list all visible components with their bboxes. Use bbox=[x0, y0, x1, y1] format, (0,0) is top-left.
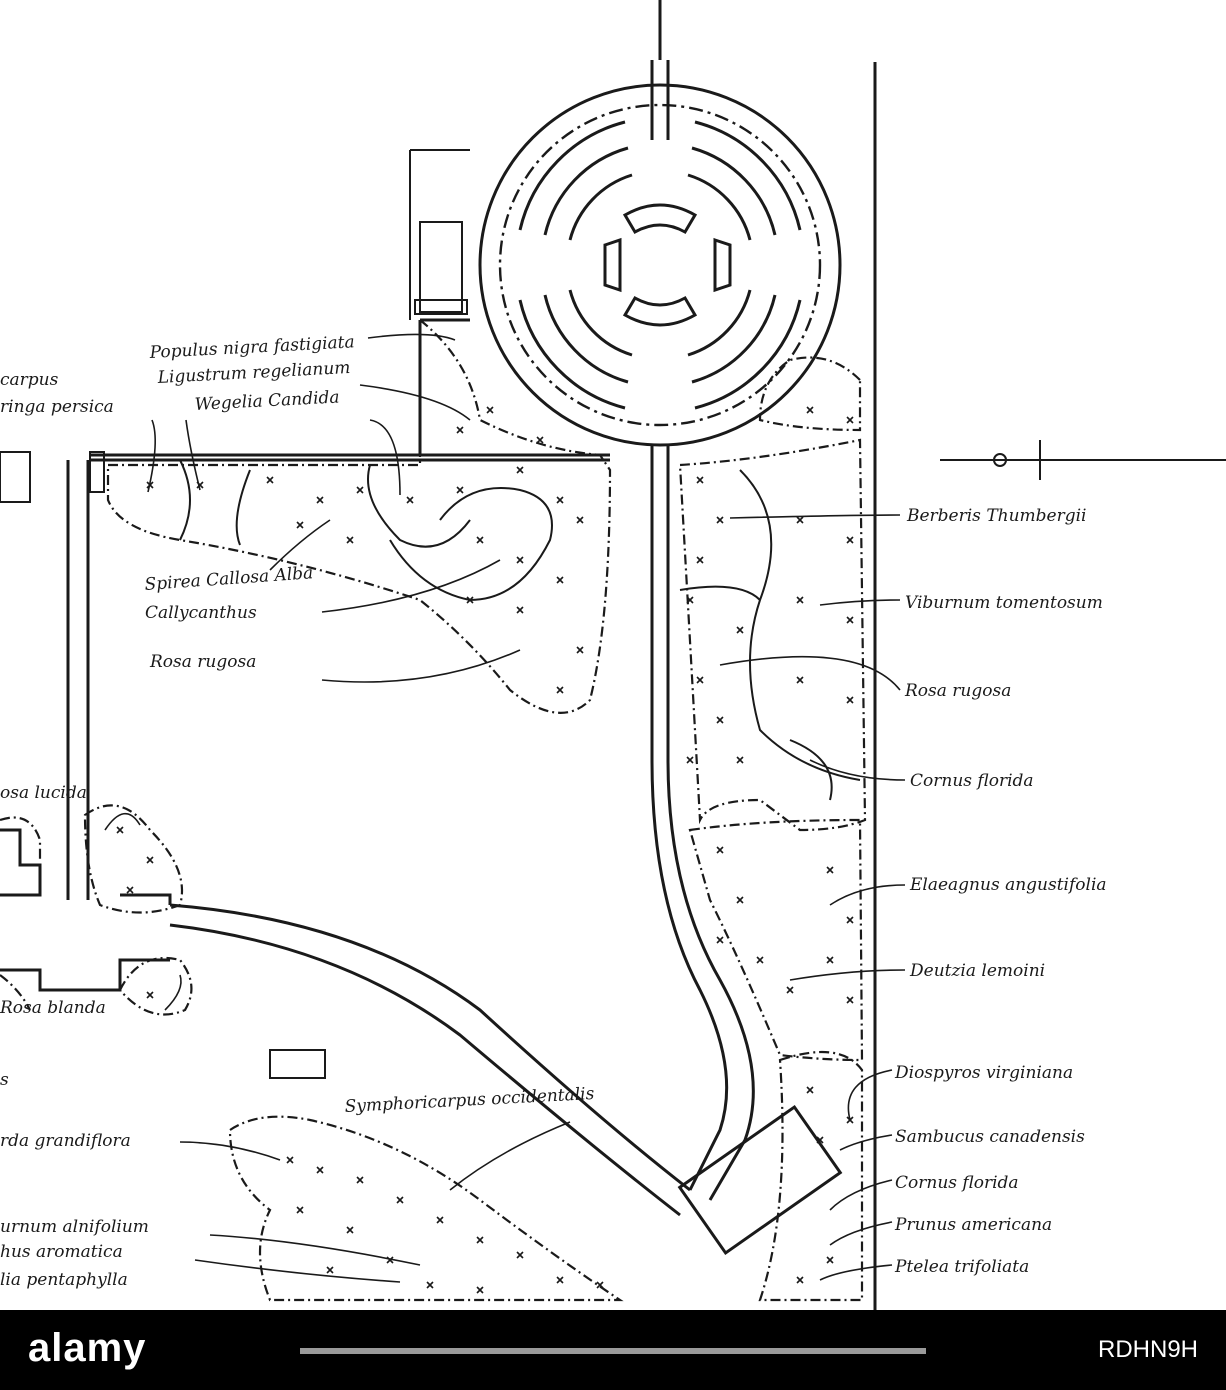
label-syringa: ringa persica bbox=[0, 397, 114, 417]
footer-image-id: RDHN9H bbox=[1097, 1336, 1198, 1363]
label-viburnum-tomentosum: Viburnum tomentosum bbox=[905, 593, 1103, 613]
label-berberis: Berberis Thumbergii bbox=[906, 506, 1087, 526]
label-cornus-florida-2: Cornus florida bbox=[895, 1173, 1019, 1193]
garden-plan: Populus nigra fastigiata Ligustrum regel… bbox=[0, 0, 1226, 1310]
label-spirea: Spirea Callosa Alba bbox=[144, 563, 314, 595]
label-carpus: carpus bbox=[0, 370, 59, 390]
label-elaeagnus: Elaeagnus angustifolia bbox=[909, 875, 1107, 895]
label-rosa-rugosa-left: Rosa rugosa bbox=[149, 652, 256, 672]
label-rda-grandiflora: rda grandiflora bbox=[0, 1131, 131, 1151]
label-s-partial: s bbox=[0, 1070, 9, 1090]
footer-bar bbox=[300, 1348, 926, 1354]
label-rosa-lucida: osa lucida bbox=[0, 783, 87, 803]
label-prunus: Prunus americana bbox=[894, 1215, 1052, 1235]
label-rosa-blanda: Rosa blanda bbox=[0, 998, 106, 1018]
label-wegelia: Wegelia Candida bbox=[194, 387, 340, 415]
label-ptelea: Ptelea trifoliata bbox=[894, 1257, 1029, 1277]
north-arrow-icon bbox=[940, 440, 1226, 480]
garden-walks bbox=[0, 221, 843, 1256]
label-diospyros: Diospyros virginiana bbox=[894, 1063, 1073, 1083]
label-symphoricarpus: Symphoricarpus occidentalis bbox=[344, 1084, 595, 1117]
watermark-footer: alamy RDHN9H bbox=[0, 1310, 1226, 1390]
circular-garden bbox=[478, 60, 842, 447]
label-lia-pentaphylla: lia pentaphylla bbox=[0, 1270, 128, 1290]
footer-logo: alamy bbox=[28, 1326, 147, 1370]
shrub-marks bbox=[116, 406, 854, 1294]
label-cornus-florida-1: Cornus florida bbox=[910, 771, 1034, 791]
label-callycanthus: Callycanthus bbox=[145, 603, 257, 623]
leader-lines bbox=[104, 333, 906, 1283]
label-sambucus: Sambucus canadensis bbox=[895, 1127, 1085, 1147]
planting-beds bbox=[0, 317, 867, 1302]
label-ligustrum: Ligustrum regelianum bbox=[156, 358, 351, 388]
plant-labels: Populus nigra fastigiata Ligustrum regel… bbox=[0, 332, 1107, 1290]
label-deutzia: Deutzia lemoini bbox=[909, 961, 1045, 981]
label-rosa-rugosa-right: Rosa rugosa bbox=[904, 681, 1011, 701]
property-boundaries bbox=[409, 0, 877, 1310]
label-rhus: hus aromatica bbox=[0, 1242, 123, 1262]
label-viburnum-alnifolium: urnum alnifolium bbox=[0, 1217, 149, 1237]
